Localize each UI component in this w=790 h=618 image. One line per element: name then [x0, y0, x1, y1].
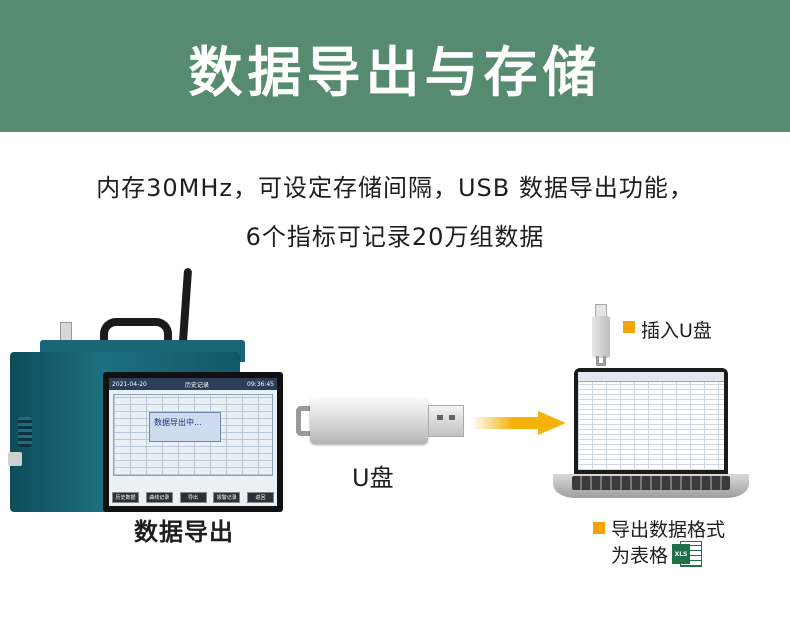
spreadsheet-toolbar: [578, 372, 724, 382]
orange-square-icon: [593, 522, 605, 534]
screen-button-history[interactable]: 历史数据: [112, 492, 139, 503]
device-caption: 数据导出: [134, 518, 234, 546]
screen-button-alarm[interactable]: 报警记录: [213, 492, 241, 503]
spreadsheet-preview: [578, 372, 724, 470]
screen-button-export[interactable]: 导出: [179, 492, 207, 503]
small-usb-drive-icon: [592, 304, 610, 366]
arrow-head: [538, 411, 566, 435]
excel-file-icon: XLS: [672, 541, 702, 567]
insert-usb-note: 插入U盘: [623, 316, 712, 343]
speaker-grille: [18, 417, 32, 447]
device-handle: [100, 318, 172, 358]
description-line-2: 6个指标可记录20万组数据: [245, 223, 545, 251]
usb-body: [310, 398, 428, 444]
arrow-shaft: [472, 417, 540, 429]
usb-lanyard-loop: [296, 406, 318, 436]
export-format-text: 导出数据格式 为表格: [611, 517, 725, 569]
usb-label: U盘: [352, 464, 394, 492]
insert-usb-text: 插入U盘: [641, 320, 712, 342]
export-popup: 数据导出中...: [149, 412, 221, 442]
device-screen: 2021-04-20 历史记录 09:36:45 数据导出中... 历史数据 曲…: [103, 372, 283, 512]
export-popup-text: 数据导出中...: [154, 418, 202, 427]
screen-header: 2021-04-20 历史记录 09:36:45: [109, 378, 277, 390]
description-line-1: 内存30MHz，可设定存储间隔，USB 数据导出功能，: [96, 174, 694, 202]
arrow-right-icon: [472, 411, 572, 435]
screen-title: 历史记录: [184, 381, 209, 389]
header-banner: 数据导出与存储: [0, 0, 790, 132]
usb-contact: [437, 415, 443, 420]
usb-drive-icon: [296, 398, 464, 446]
usb-contact: [449, 415, 455, 420]
screen-button-curve[interactable]: 曲线记录: [145, 492, 173, 503]
export-format-line-1: 导出数据格式: [611, 519, 726, 541]
excel-badge: XLS: [672, 544, 690, 564]
screen-date: 2021-04-20: [112, 380, 147, 388]
usb-plug: [428, 405, 464, 437]
small-usb-loop: [596, 356, 606, 366]
laptop-keyboard: [572, 476, 730, 490]
screen-button-bar: 历史数据 曲线记录 导出 报警记录 返回: [112, 492, 274, 503]
small-usb-body: [592, 316, 610, 358]
export-format-note: 导出数据格式 为表格: [593, 517, 725, 569]
orange-square-icon: [623, 321, 635, 333]
page-title: 数据导出与存储: [188, 41, 602, 104]
device-port: [8, 452, 22, 466]
monitoring-device-illustration: 2021-04-20 历史记录 09:36:45 数据导出中... 历史数据 曲…: [0, 262, 300, 522]
export-format-line-2: 为表格: [611, 545, 669, 567]
screen-button-back[interactable]: 返回: [247, 492, 274, 503]
screen-time: 09:36:45: [247, 380, 274, 388]
screen-display: 2021-04-20 历史记录 09:36:45 数据导出中... 历史数据 曲…: [109, 378, 277, 506]
laptop-screen: [574, 368, 728, 474]
